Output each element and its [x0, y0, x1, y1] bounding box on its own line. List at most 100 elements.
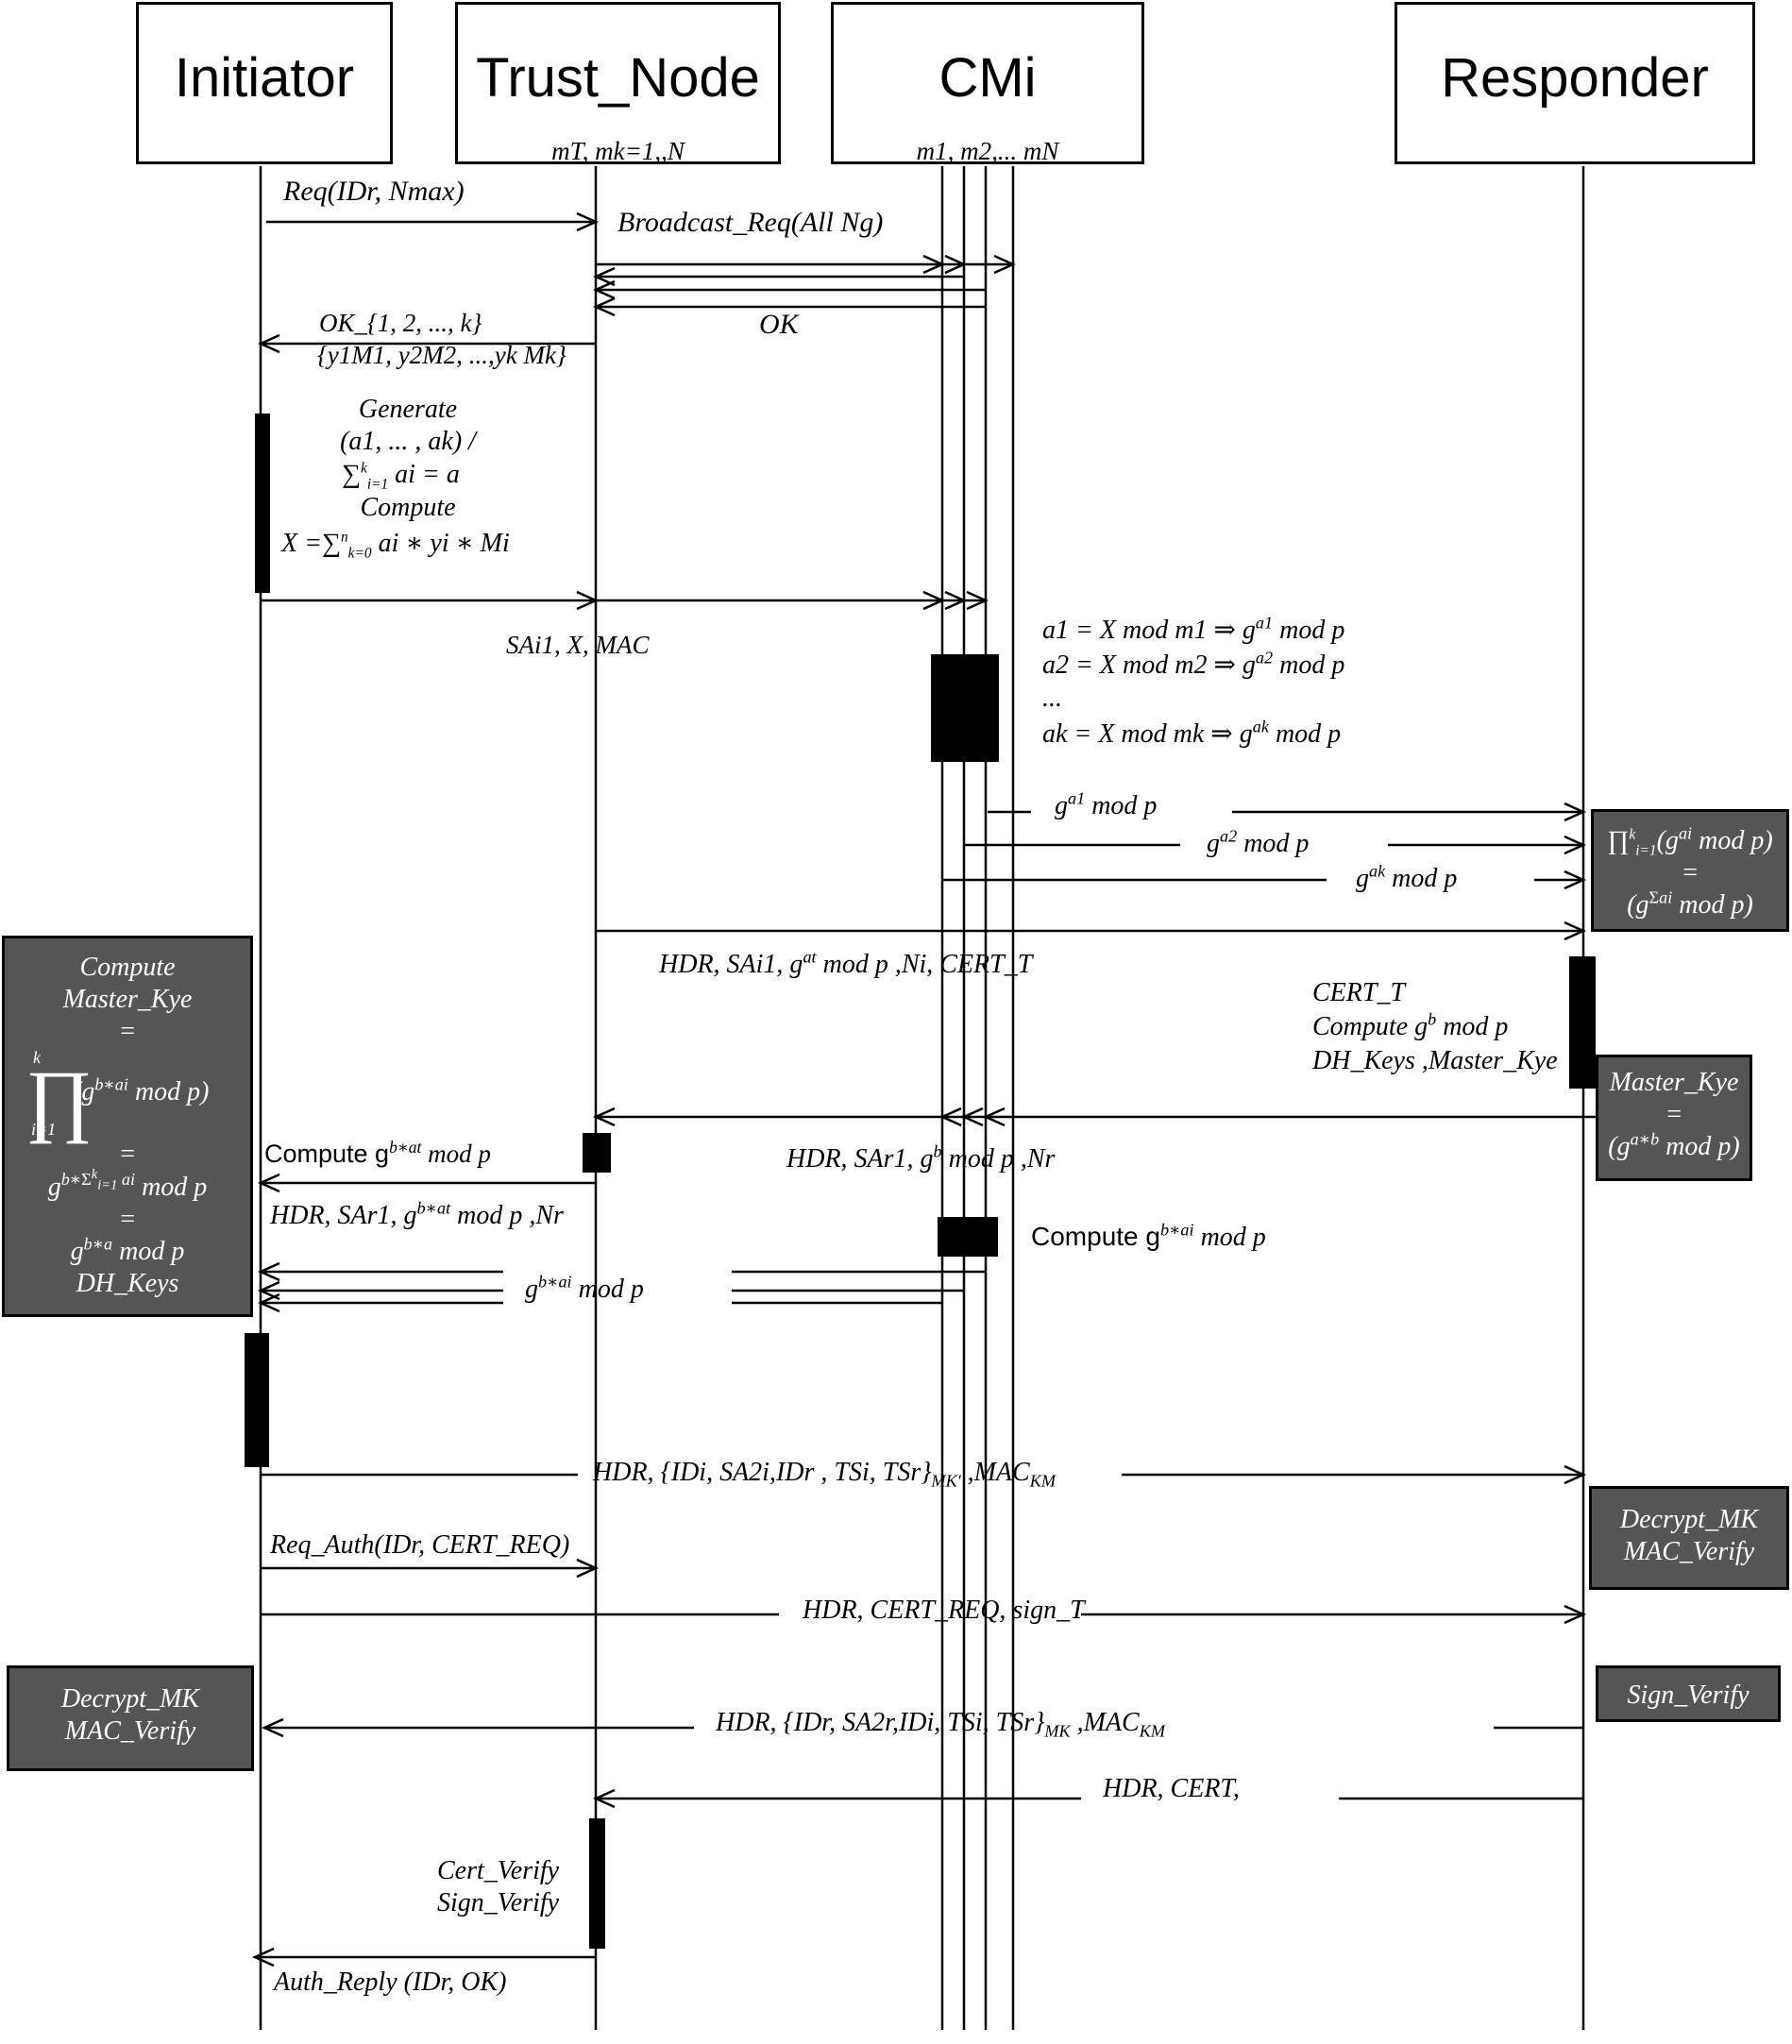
- note-resp-cert: CERT_T: [1312, 978, 1406, 1007]
- note-sum: ∑ki=1 ai = a: [342, 460, 460, 493]
- box-master-kye-right-l2: =: [1665, 1100, 1683, 1130]
- activation-trust-node-2: [589, 1818, 605, 1949]
- participant-initiator-title: Initiator: [174, 47, 355, 109]
- note-a-list: (a1, ... , ak) /: [340, 427, 476, 456]
- msg-idr-mac-sub: KM: [1139, 1721, 1165, 1741]
- cmi-eq-1-right: mod p: [1273, 616, 1345, 645]
- msg-req-label: Req(IDr, Nmax): [283, 176, 465, 207]
- box-compute-master-l1: Compute: [79, 953, 176, 982]
- box-product-rhs-post: mod p): [1672, 890, 1753, 921]
- msg-sai1-label: SAi1, X, MAC: [506, 631, 650, 659]
- box-sign-verify-right: Sign_Verify: [1596, 1665, 1781, 1722]
- msg-hdr-sai1-rest: mod p ,Ni, CERT_T: [816, 950, 1033, 979]
- box-product-eq: =: [1681, 858, 1699, 888]
- box-master-kye-right-l3-pre: (g: [1608, 1132, 1631, 1162]
- box-decrypt-right-l1: Decrypt_MK: [1619, 1505, 1759, 1534]
- msg-g-a1: ga1 mod p: [1055, 790, 1158, 821]
- box-compute-master-l8: gb∗a mod p: [70, 1234, 185, 1266]
- msg-compute-bat-text: Compute g: [264, 1140, 390, 1168]
- msg-req-auth: Req_Auth(IDr, CERT_REQ): [270, 1530, 570, 1560]
- msg-hdr-sai1-text: HDR, SAi1, g: [659, 950, 803, 979]
- activation-cmi-1: [931, 654, 999, 762]
- msg-hdr-sar1-text: HDR, SAr1, g: [786, 1144, 934, 1174]
- box-product-lhs: (g: [1656, 826, 1679, 855]
- box-compute-master: Compute Master_Kye = k ∏ i=1 (gb∗ai mod …: [2, 936, 253, 1317]
- msg-g-ak: gak mod p: [1356, 863, 1458, 894]
- box-decrypt-left-l2: MAC_Verify: [64, 1716, 196, 1747]
- cmi-eq-2-exp: a2: [1255, 648, 1274, 667]
- msg-hdr-sar1-left-exp: b∗at: [416, 1198, 451, 1218]
- msg-compute-bat: Compute gb∗at mod p: [264, 1139, 491, 1169]
- msg-idr: HDR, {IDr, SA2r,IDi, TSi, TSr}MK ,MACKM: [716, 1708, 1165, 1741]
- note-generate: Generate: [358, 395, 458, 424]
- box-compute-master-l5: =: [118, 1140, 137, 1170]
- participant-responder-title: Responder: [1441, 47, 1709, 109]
- msg-g-a1-rest: mod p: [1085, 791, 1158, 820]
- box-compute-master-l6-exp: ai: [121, 1170, 136, 1190]
- msg-compute-bai-text: Compute g: [1031, 1222, 1160, 1251]
- msg-g-a1-base: g: [1055, 791, 1068, 820]
- box-product-rhs-pre: (g: [1627, 890, 1649, 921]
- activation-initiator-2: [245, 1333, 269, 1467]
- box-compute-master-l4-exp: b∗ai: [94, 1075, 128, 1095]
- box-decrypt-left: Decrypt_MK MAC_Verify: [7, 1665, 254, 1771]
- participant-cmi-sub: m1, m2,... mN: [916, 137, 1059, 165]
- note-resp-keys: DH_Keys ,Master_Kye: [1312, 1046, 1558, 1075]
- cmi-eq-2-right: mod p: [1273, 650, 1345, 680]
- msg-g-ak-rest: mod p: [1385, 864, 1458, 893]
- participant-trust-node: Trust_Node mT, mk=1,,N: [455, 2, 781, 165]
- msg-compute-bai: Compute gb∗ai mod p: [1031, 1222, 1266, 1253]
- msg-g-bai: gb∗ai mod p: [525, 1272, 644, 1305]
- box-master-kye-right-l1: Master_Kye: [1609, 1068, 1739, 1097]
- note-sign-verify: Sign_Verify: [437, 1888, 560, 1917]
- box-decrypt-right-l2: MAC_Verify: [1623, 1537, 1755, 1567]
- participant-cmi: CMi m1, m2,... mN: [831, 2, 1144, 165]
- box-product: ∏ki=1(gai mod p) = (gΣai mod p): [1591, 809, 1789, 932]
- box-product-line3: (gΣai mod p): [1594, 889, 1786, 921]
- box-compute-master-l3: =: [118, 1017, 137, 1047]
- box-compute-master-l7: =: [118, 1204, 137, 1234]
- msg-hdr-sai1-exp: at: [803, 947, 817, 967]
- msg-g-bai-exp: b∗ai: [538, 1272, 572, 1292]
- box-compute-master-l6: gb∗Σki=1 ai mod p: [47, 1167, 208, 1202]
- cmi-eq-2: a2 = X mod m2 ⇒ ga2 mod p: [1042, 650, 1344, 681]
- msg-idr-text: HDR, {IDr, SA2r,IDi, TSi, TSr}: [716, 1708, 1045, 1737]
- msg-idi-text: HDR, {IDi, SA2i,IDr , TSi, TSr}: [593, 1458, 932, 1487]
- msg-g-a2-rest: mod p: [1237, 829, 1310, 858]
- box-decrypt-right: Decrypt_MK MAC_Verify: [1589, 1486, 1789, 1590]
- msg-ok-set-label: OK_{1, 2, ..., k}: [319, 309, 482, 337]
- box-master-kye-right-l3: (ga∗b mod p): [1598, 1131, 1750, 1163]
- note-compute: Compute: [360, 493, 456, 522]
- msg-y-set-label: {y1M1, y2M2, ...,yk Mk}: [317, 341, 566, 369]
- activation-trust-node-1: [583, 1133, 611, 1173]
- msg-hdr-sar1-left: HDR, SAr1, gb∗at mod p ,Nr: [270, 1198, 564, 1231]
- note-resp-compute: Compute gb mod p: [1312, 1011, 1509, 1042]
- box-product-lhs-exp: ai: [1678, 823, 1693, 843]
- msg-idr-sub: MK: [1044, 1721, 1071, 1741]
- msg-hdr-cert: HDR, CERT,: [1103, 1774, 1240, 1803]
- box-product-lhs-post: mod p): [1692, 826, 1773, 855]
- participant-trust-node-sub: mT, mk=1,,N: [551, 137, 685, 165]
- msg-g-a2: ga2 mod p: [1207, 826, 1310, 859]
- box-compute-master-l8-exp: b∗a: [83, 1234, 113, 1254]
- msg-cert-req: HDR, CERT_REQ, sign_T: [803, 1596, 1085, 1625]
- cmi-eq-4-exp: ak: [1252, 717, 1269, 736]
- note-x-eq: X =: [281, 529, 322, 558]
- note-x-rest: ai ∗ yi ∗ Mi: [371, 529, 510, 558]
- msg-ok-label: OK: [759, 309, 799, 340]
- participant-initiator: Initiator: [136, 2, 393, 164]
- activation-initiator-1: [255, 414, 270, 593]
- cmi-eq-3-left: ...: [1042, 684, 1062, 713]
- box-compute-master-l4: k ∏ i=1 (gb∗ai mod p): [25, 1048, 210, 1145]
- cmi-eq-2-left: a2 = X mod m2 ⇒ g: [1042, 650, 1256, 680]
- msg-hdr-sar1: HDR, SAr1, gb mod p ,Nr: [786, 1143, 1055, 1174]
- note-resp-compute-rest: mod p: [1436, 1012, 1509, 1041]
- msg-g-a2-base: g: [1207, 829, 1220, 858]
- msg-idi-sub: MK': [931, 1471, 961, 1491]
- box-product-rhs-sigma: Σ: [1648, 887, 1660, 907]
- msg-g-a2-exp: a2: [1220, 826, 1238, 846]
- box-sign-verify-right-l1: Sign_Verify: [1627, 1681, 1750, 1710]
- note-cert-verify: Cert_Verify: [437, 1856, 560, 1885]
- box-master-kye-right-l3-exp: a∗b: [1630, 1129, 1660, 1149]
